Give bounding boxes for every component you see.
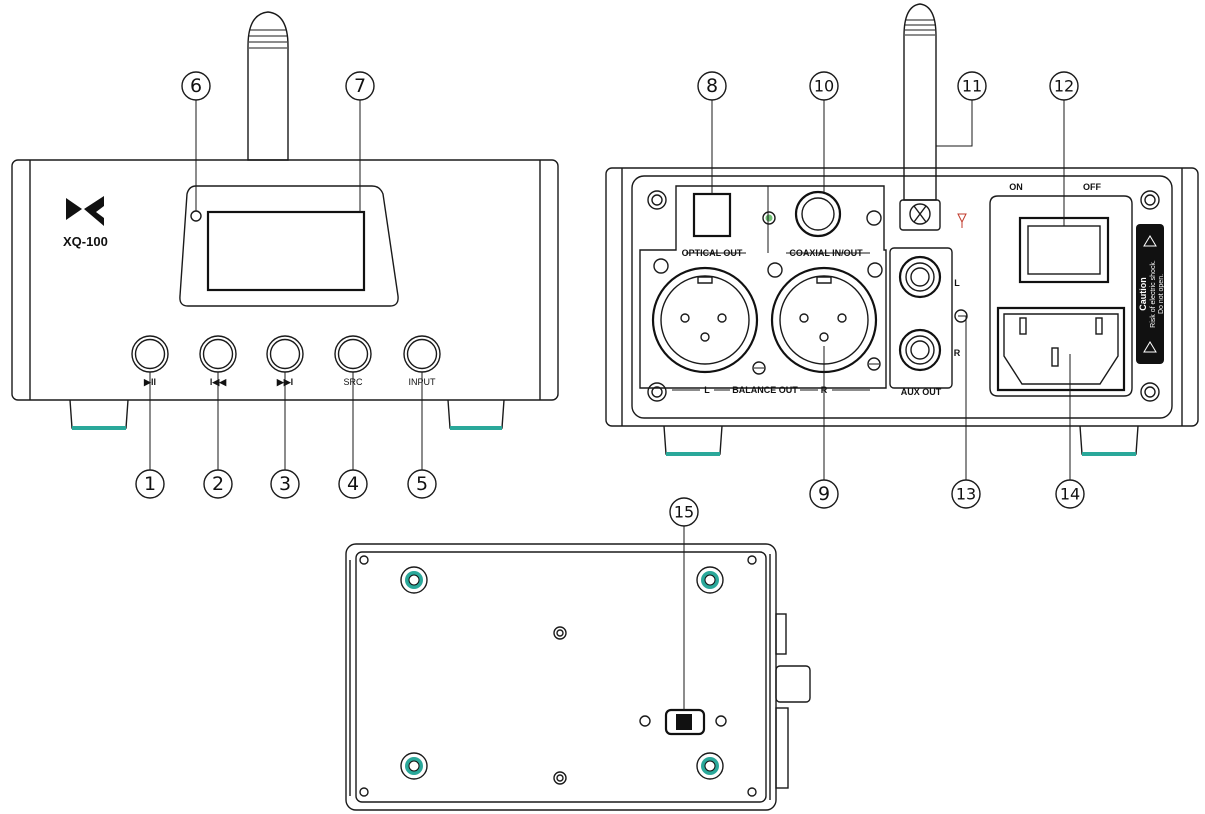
callout-1: 1: [135, 469, 165, 499]
front-buttons: ▶ll l◀◀ ▶▶l SRC INPUT: [131, 335, 441, 387]
rear-feet: [663, 425, 1139, 456]
front-antenna: [247, 11, 289, 161]
ir-sensor-led: [190, 210, 202, 222]
aux-out-l-jack[interactable]: [898, 255, 942, 299]
svg-text:Caution: Caution: [1138, 277, 1148, 311]
front-view: XQ-100 ▶ll l◀◀ ▶▶l SRC: [11, 11, 559, 470]
svg-text:13: 13: [956, 485, 976, 504]
rear-antenna: [899, 3, 967, 231]
iec-power-inlet[interactable]: [996, 306, 1126, 392]
svg-text:R: R: [954, 348, 961, 358]
xq-logo: [66, 196, 104, 226]
svg-text:1: 1: [144, 473, 156, 495]
svg-text:6: 6: [190, 75, 202, 97]
caution-label: Caution Risk of electric shock. Do not o…: [1136, 224, 1165, 364]
svg-text:12: 12: [1054, 77, 1074, 96]
svg-text:3: 3: [279, 473, 291, 495]
svg-text:Risk of electric shock.: Risk of electric shock.: [1150, 260, 1157, 328]
svg-text:OFF: OFF: [1083, 182, 1101, 192]
callout-5: 5: [407, 469, 437, 499]
callout-6: 6: [181, 71, 211, 101]
svg-text:8: 8: [706, 75, 718, 97]
power-switch[interactable]: [1018, 216, 1110, 284]
svg-text:4: 4: [347, 473, 359, 495]
svg-text:9: 9: [818, 483, 830, 505]
warning-icon: [1143, 341, 1157, 353]
svg-text:BALANCE OUT: BALANCE OUT: [732, 385, 798, 395]
rear-panel: [605, 167, 1199, 427]
callout-2: 2: [203, 469, 233, 499]
svg-text:Do not open.: Do not open.: [1158, 274, 1165, 314]
rear-leader-lines: [711, 100, 1071, 480]
model-label: XQ-100: [63, 234, 108, 249]
svg-text:5: 5: [416, 473, 428, 495]
voltage-selector-switch[interactable]: [664, 708, 706, 736]
svg-text:L: L: [704, 385, 710, 395]
shock-warning-icon: [1143, 235, 1157, 247]
callout-8: 8: [697, 71, 727, 101]
svg-text:ON: ON: [1009, 182, 1023, 192]
callout-3: 3: [270, 469, 300, 499]
callout-12: 12: [1049, 71, 1079, 101]
svg-text:14: 14: [1060, 485, 1080, 504]
front-panel: [11, 159, 559, 401]
callout-15: 15: [669, 497, 699, 527]
callout-4: 4: [338, 469, 368, 499]
svg-text:l◀◀: l◀◀: [210, 377, 227, 387]
balance-out-l-xlr[interactable]: [651, 266, 759, 374]
callout-11: 11: [957, 71, 987, 101]
optical-out-port[interactable]: [692, 192, 732, 238]
coaxial-port[interactable]: [794, 190, 842, 238]
front-feet: [69, 399, 505, 430]
aux-led: [954, 309, 968, 323]
bottom-view: [345, 526, 811, 811]
aux-out-panel: L R AUX OUT: [889, 247, 968, 397]
svg-text:2: 2: [212, 473, 224, 495]
power-module: ON OFF Caution Risk of electric shock. D…: [989, 182, 1165, 397]
bottom-feet: [400, 566, 724, 780]
front-leader-lines: [149, 100, 423, 470]
callout-10: 10: [809, 71, 839, 101]
svg-text:L: L: [954, 278, 960, 288]
rear-view: OPTICAL OUT COAXIAL IN/OUT: [605, 3, 1199, 480]
callout-7: 7: [345, 71, 375, 101]
svg-text:11: 11: [962, 77, 982, 96]
callout-13: 13: [951, 479, 981, 509]
digital-io-panel: OPTICAL OUT COAXIAL IN/OUT: [639, 185, 887, 395]
svg-text:AUX OUT: AUX OUT: [901, 387, 942, 397]
callout-9: 9: [809, 479, 839, 509]
front-display: [179, 185, 399, 307]
callouts: 1 2 3 4 5 6 7 8 9 10 11 12 13 14 15: [135, 71, 1085, 527]
status-led: [762, 211, 776, 225]
callout-14: 14: [1055, 479, 1085, 509]
svg-text:10: 10: [814, 77, 834, 96]
svg-text:15: 15: [674, 503, 694, 522]
aux-out-r-jack[interactable]: [898, 328, 942, 372]
svg-text:7: 7: [354, 75, 366, 97]
